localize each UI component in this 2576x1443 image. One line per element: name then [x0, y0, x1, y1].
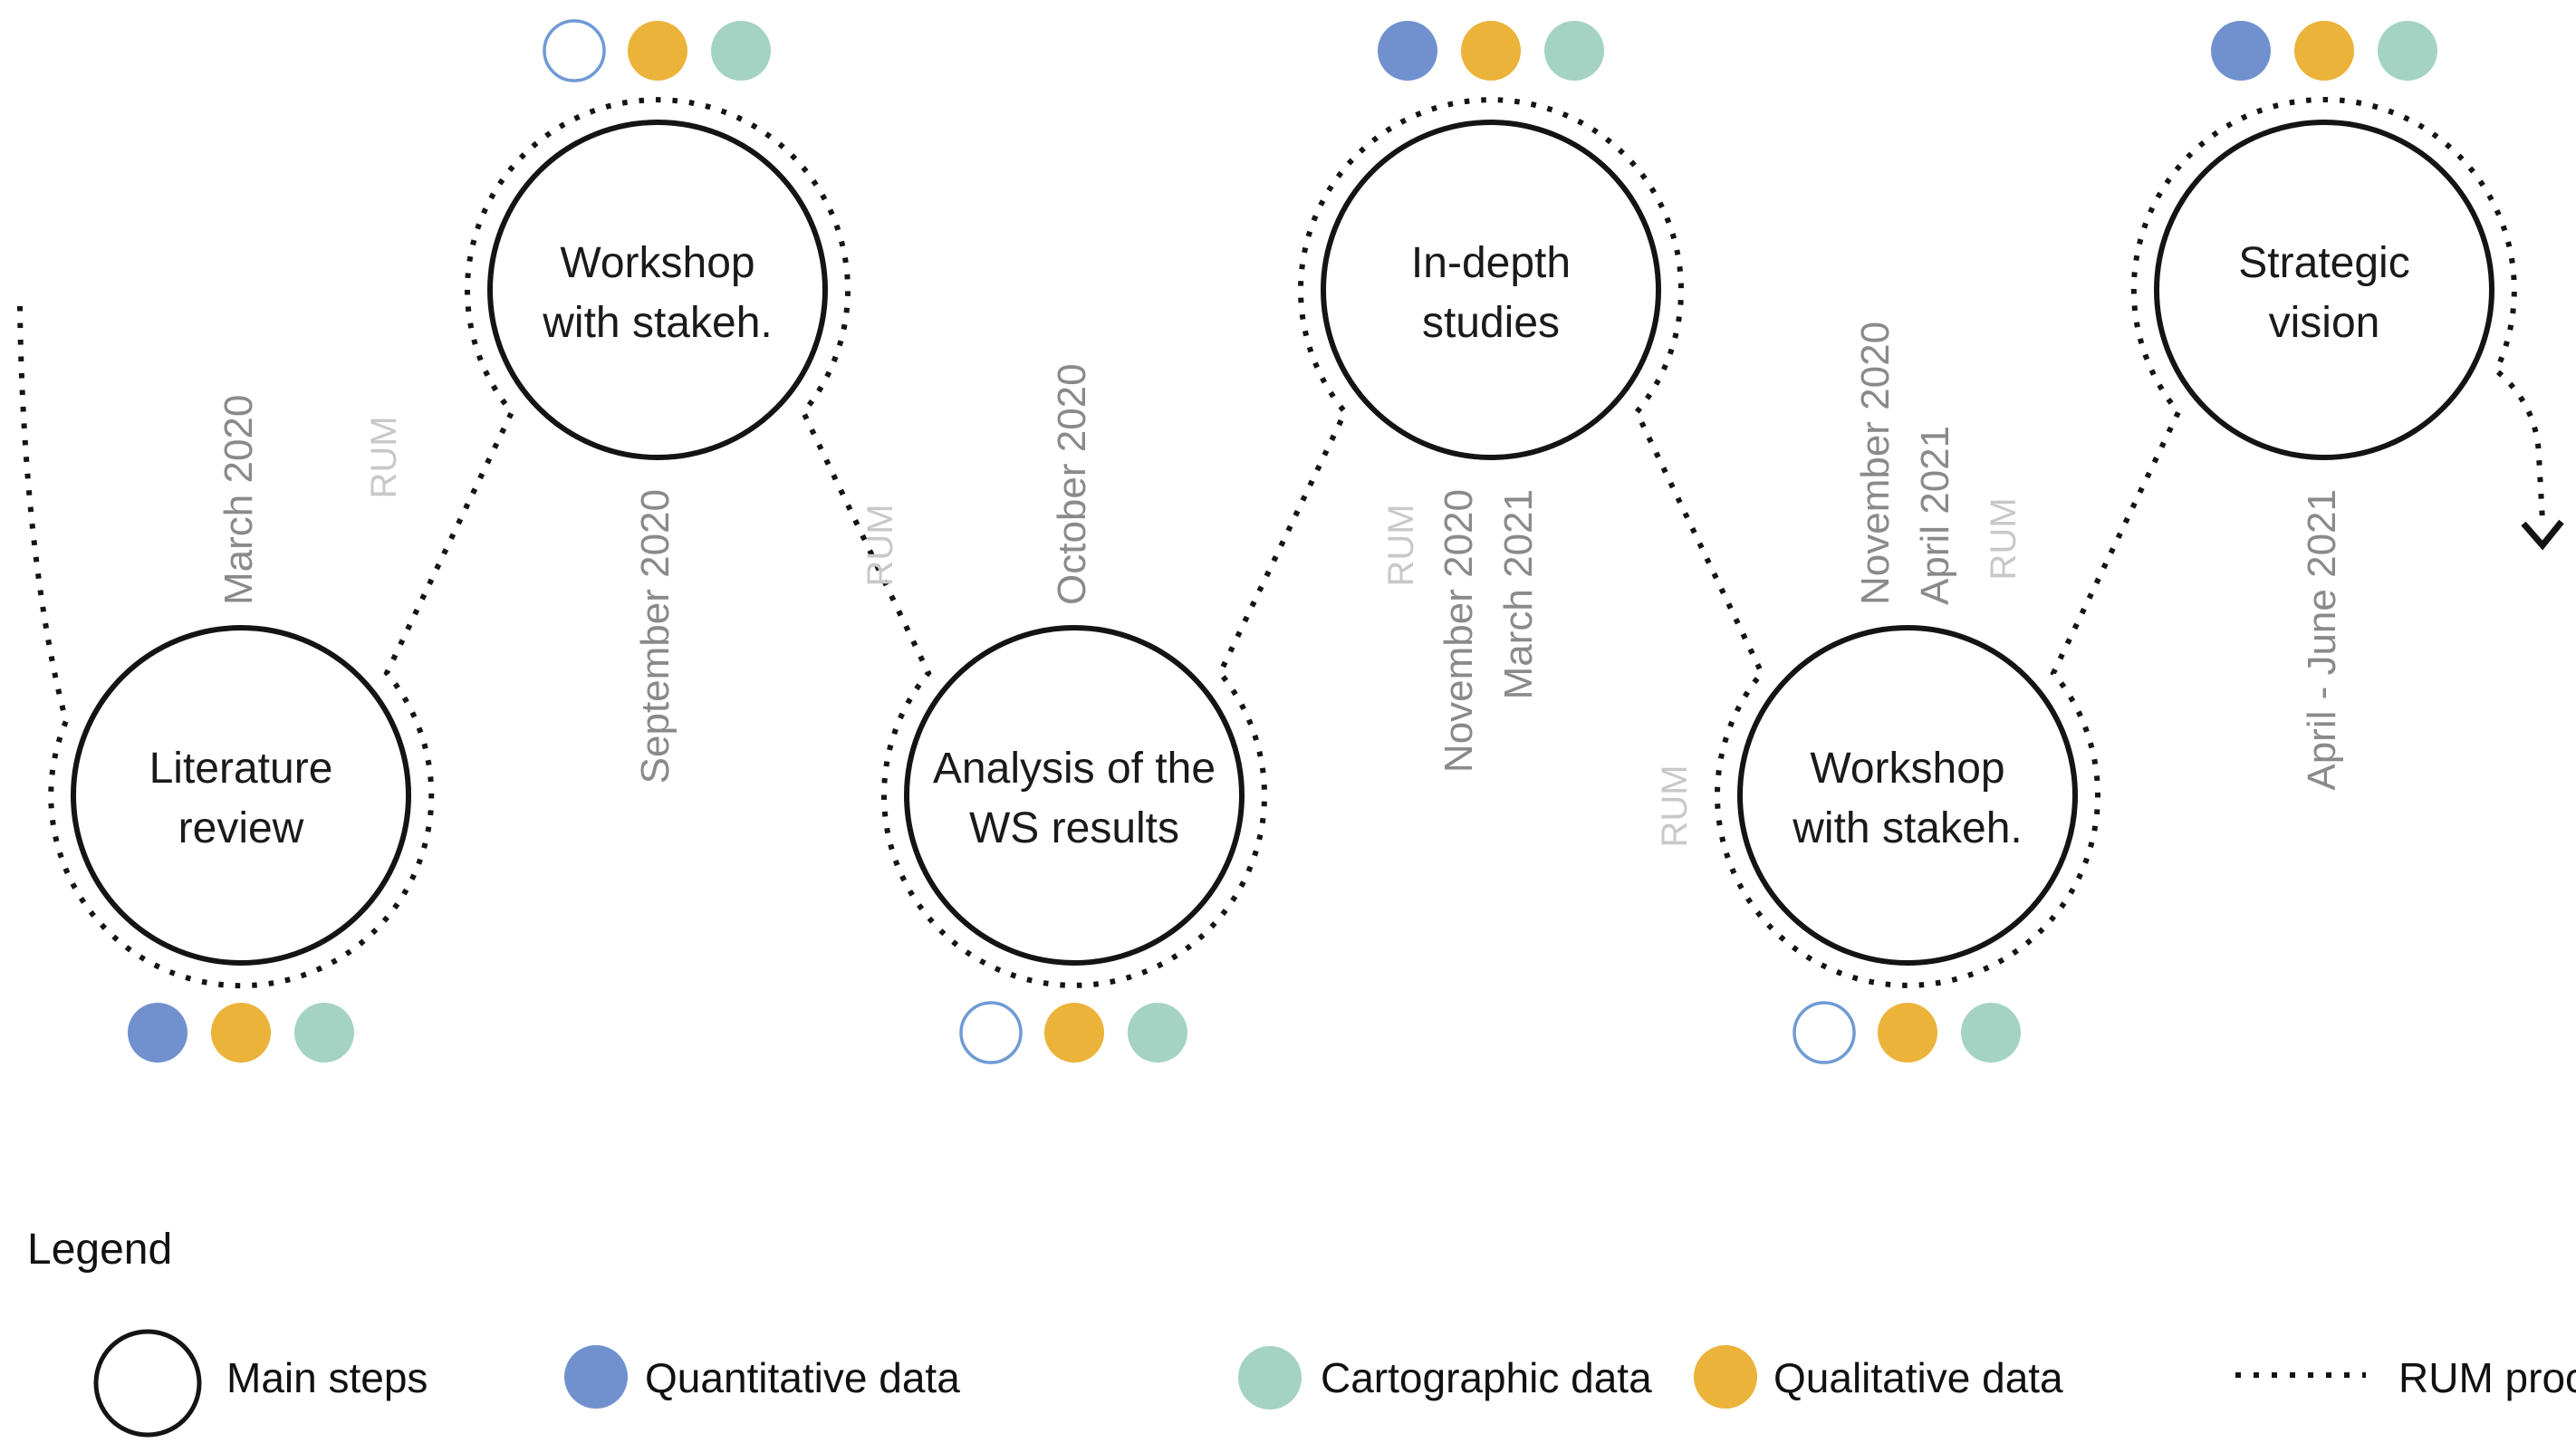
step-date-workshop-1: September 2020: [633, 489, 678, 784]
cartographic-data-dot: [1961, 1003, 2021, 1063]
legend-item-label: Cartographic data: [1321, 1354, 1652, 1401]
step-circle-literature-review: [71, 625, 411, 966]
step-label-analysis-ws-results: WS results: [969, 804, 1179, 852]
cartographic-data-dot: [2378, 21, 2437, 81]
cartographic-data-dot: [294, 1003, 354, 1063]
qualitative-data-dot: [2294, 21, 2354, 81]
rum-curve-arrowhead-icon: [2521, 519, 2564, 551]
legend-cartographic-dot-icon: [1238, 1346, 1302, 1409]
qualitative-data-dot: [628, 21, 687, 81]
qualitative-data-dot: [1878, 1003, 1937, 1063]
step-date-literature-review: March 2020: [216, 395, 261, 605]
quantitative-data-dot-empty: [1793, 1001, 1856, 1064]
step-label-workshop-1: with stakeh.: [542, 299, 772, 347]
step-label-strategic-vision: Strategic: [2238, 239, 2409, 287]
rum-process-curve: [17, 96, 2545, 989]
legend-item-label: Qualitative data: [1773, 1354, 2063, 1401]
quantitative-data-dot: [1378, 21, 1437, 81]
step-circle-workshop-1: [487, 120, 828, 460]
step-date-strategic-vision: April - June 2021: [2300, 489, 2344, 791]
step-label-workshop-2: Workshop: [1810, 745, 2004, 793]
step-label-strategic-vision: vision: [2269, 299, 2380, 347]
step-label-workshop-1: Workshop: [560, 239, 755, 287]
step-label-in-depth-studies: studies: [1422, 299, 1560, 347]
step-date-analysis-ws-results: October 2020: [1050, 363, 1094, 605]
quantitative-data-dot: [128, 1003, 187, 1063]
legend-item-label: Quantitative data: [645, 1354, 960, 1401]
step-circle-in-depth-studies: [1321, 120, 1661, 460]
quantitative-data-dot: [2211, 21, 2271, 81]
step-date-in-depth-studies: November 2020: [1437, 489, 1481, 773]
qualitative-data-dot: [1461, 21, 1521, 81]
legend-qualitative-dot-icon: [1694, 1345, 1757, 1409]
rum-curve-label: RUM: [1655, 765, 1695, 847]
legend-item-label: RUM process: [2398, 1354, 2576, 1401]
rum-curve-label: RUM: [1381, 504, 1421, 586]
legend-main-steps-circle-icon: [93, 1329, 202, 1438]
rum-curve-label: RUM: [1984, 497, 2023, 580]
step-label-literature-review: review: [178, 804, 304, 852]
step-label-in-depth-studies: In-depth: [1411, 239, 1571, 287]
legend-item-label: Main steps: [226, 1354, 428, 1401]
step-label-workshop-2: with stakeh.: [1792, 804, 2022, 852]
qualitative-data-dot: [211, 1003, 271, 1063]
legend-title: Legend: [27, 1226, 172, 1274]
step-label-analysis-ws-results: Analysis of the: [933, 745, 1216, 793]
step-label-literature-review: Literature: [149, 745, 333, 793]
quantitative-data-dot-empty: [543, 19, 606, 82]
step-circle-strategic-vision: [2154, 120, 2494, 460]
legend-quantitative-dot-icon: [564, 1345, 628, 1409]
step-circle-analysis-ws-results: [904, 625, 1245, 966]
cartographic-data-dot: [711, 21, 771, 81]
step-date-workshop-2: November 2020: [1853, 322, 1898, 605]
step-circle-workshop-2: [1737, 625, 2078, 966]
rum-curve-label: RUM: [364, 416, 404, 498]
qualitative-data-dot: [1044, 1003, 1104, 1063]
step-date-in-depth-studies: March 2021: [1496, 489, 1541, 699]
rum-curve-label: RUM: [860, 504, 900, 586]
cartographic-data-dot: [1544, 21, 1604, 81]
cartographic-data-dot: [1128, 1003, 1187, 1063]
quantitative-data-dot-empty: [959, 1001, 1023, 1064]
step-date-workshop-2: April 2021: [1913, 426, 1957, 605]
